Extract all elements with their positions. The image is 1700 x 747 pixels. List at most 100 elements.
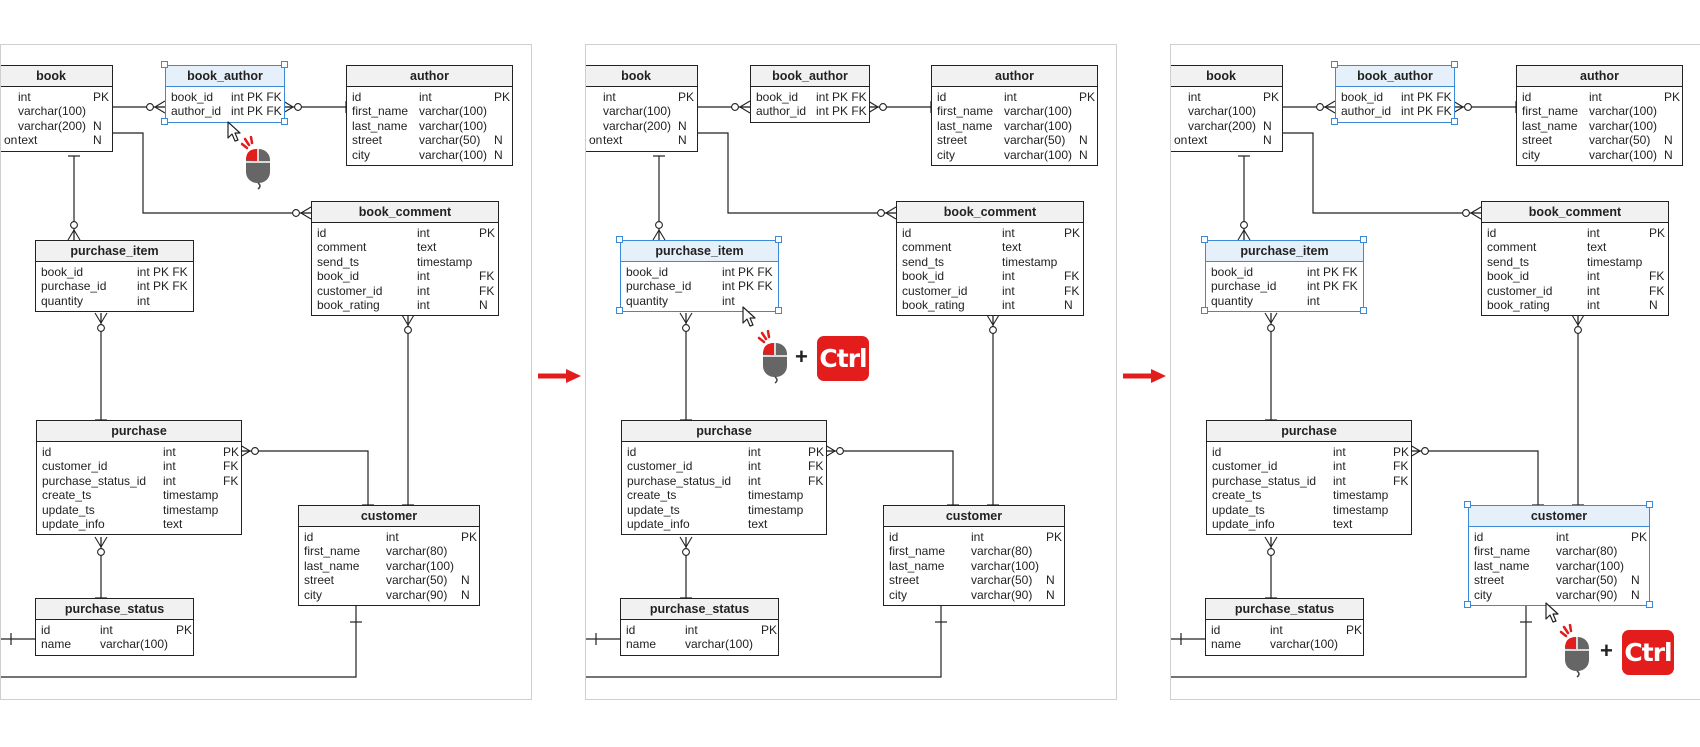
table-title: book <box>1171 66 1282 87</box>
column-name: update_info <box>1212 516 1275 531</box>
column-name: name <box>626 637 657 652</box>
column-name: author_id <box>1341 104 1392 119</box>
selection-handle[interactable] <box>1201 307 1208 315</box>
selection-handle[interactable] <box>1201 236 1208 243</box>
column-flag: N <box>1064 297 1073 312</box>
column-name: customer_id <box>317 283 383 298</box>
selection-handle[interactable] <box>1360 307 1367 315</box>
ctrl-key-icon: Ctrl <box>817 336 869 381</box>
table-column-row: varchar(100) <box>1 104 112 118</box>
many-marker <box>1452 100 1472 114</box>
column-type: int <box>417 283 430 298</box>
selection-handle[interactable] <box>1451 117 1458 125</box>
column-type: int <box>722 293 735 308</box>
column-type: int <box>419 90 432 104</box>
column-type: int PK FK <box>231 104 282 119</box>
cursor-arrow-icon <box>1545 602 1559 623</box>
column-flag: PK <box>678 90 695 104</box>
selection-handle[interactable] <box>775 307 782 315</box>
table-title: book_comment <box>1482 202 1668 223</box>
column-flag: FK <box>479 269 495 284</box>
column-type: text <box>1002 240 1022 255</box>
relation-customer-bottom <box>586 598 942 678</box>
next-step-arrow-icon <box>538 369 581 383</box>
column-flag: FK <box>1393 459 1409 474</box>
selection-handle[interactable] <box>1464 501 1471 508</box>
column-name: quantity <box>41 293 84 308</box>
column-name: send_ts <box>1487 254 1530 269</box>
column-type: varchar(100) <box>971 558 1040 573</box>
column-name: create_ts <box>1212 488 1262 503</box>
selection-handle[interactable] <box>1464 601 1471 608</box>
column-type: int <box>417 269 430 284</box>
selection-handle[interactable] <box>281 61 288 68</box>
column-type: int <box>748 473 761 488</box>
column-name: id <box>41 623 51 637</box>
selection-handle[interactable] <box>616 236 623 243</box>
column-name: first_name <box>1474 544 1531 559</box>
column-name: create_ts <box>42 488 92 503</box>
column-flag: PK <box>1046 530 1063 544</box>
table-column-row: varchar(200)N <box>1171 119 1282 133</box>
column-name: quantity <box>626 293 669 308</box>
table-column-row: varchar(200)N <box>1 119 112 133</box>
selection-handle[interactable] <box>1331 61 1338 68</box>
selection-handle[interactable] <box>161 117 168 125</box>
selection-handle[interactable] <box>161 61 168 68</box>
many-marker <box>401 314 415 334</box>
selection-handle[interactable] <box>1646 601 1653 608</box>
column-type: int <box>971 530 984 544</box>
selection-handle[interactable] <box>1360 236 1367 243</box>
table-title: purchase <box>37 421 241 442</box>
column-name: book_id <box>1487 269 1530 284</box>
column-type: text <box>417 240 437 255</box>
column-type: varchar(100) <box>1270 637 1339 652</box>
selection-handle[interactable] <box>1451 61 1458 68</box>
selection-handle[interactable] <box>775 236 782 243</box>
selection-handle[interactable] <box>281 117 288 125</box>
selection-handle[interactable] <box>1646 501 1653 508</box>
column-flag: PK <box>808 445 825 459</box>
selection-handle[interactable] <box>1331 117 1338 125</box>
column-name: purchase_status_id <box>1212 473 1317 488</box>
column-flag: FK <box>1064 283 1080 298</box>
selection-handle[interactable] <box>616 307 623 315</box>
